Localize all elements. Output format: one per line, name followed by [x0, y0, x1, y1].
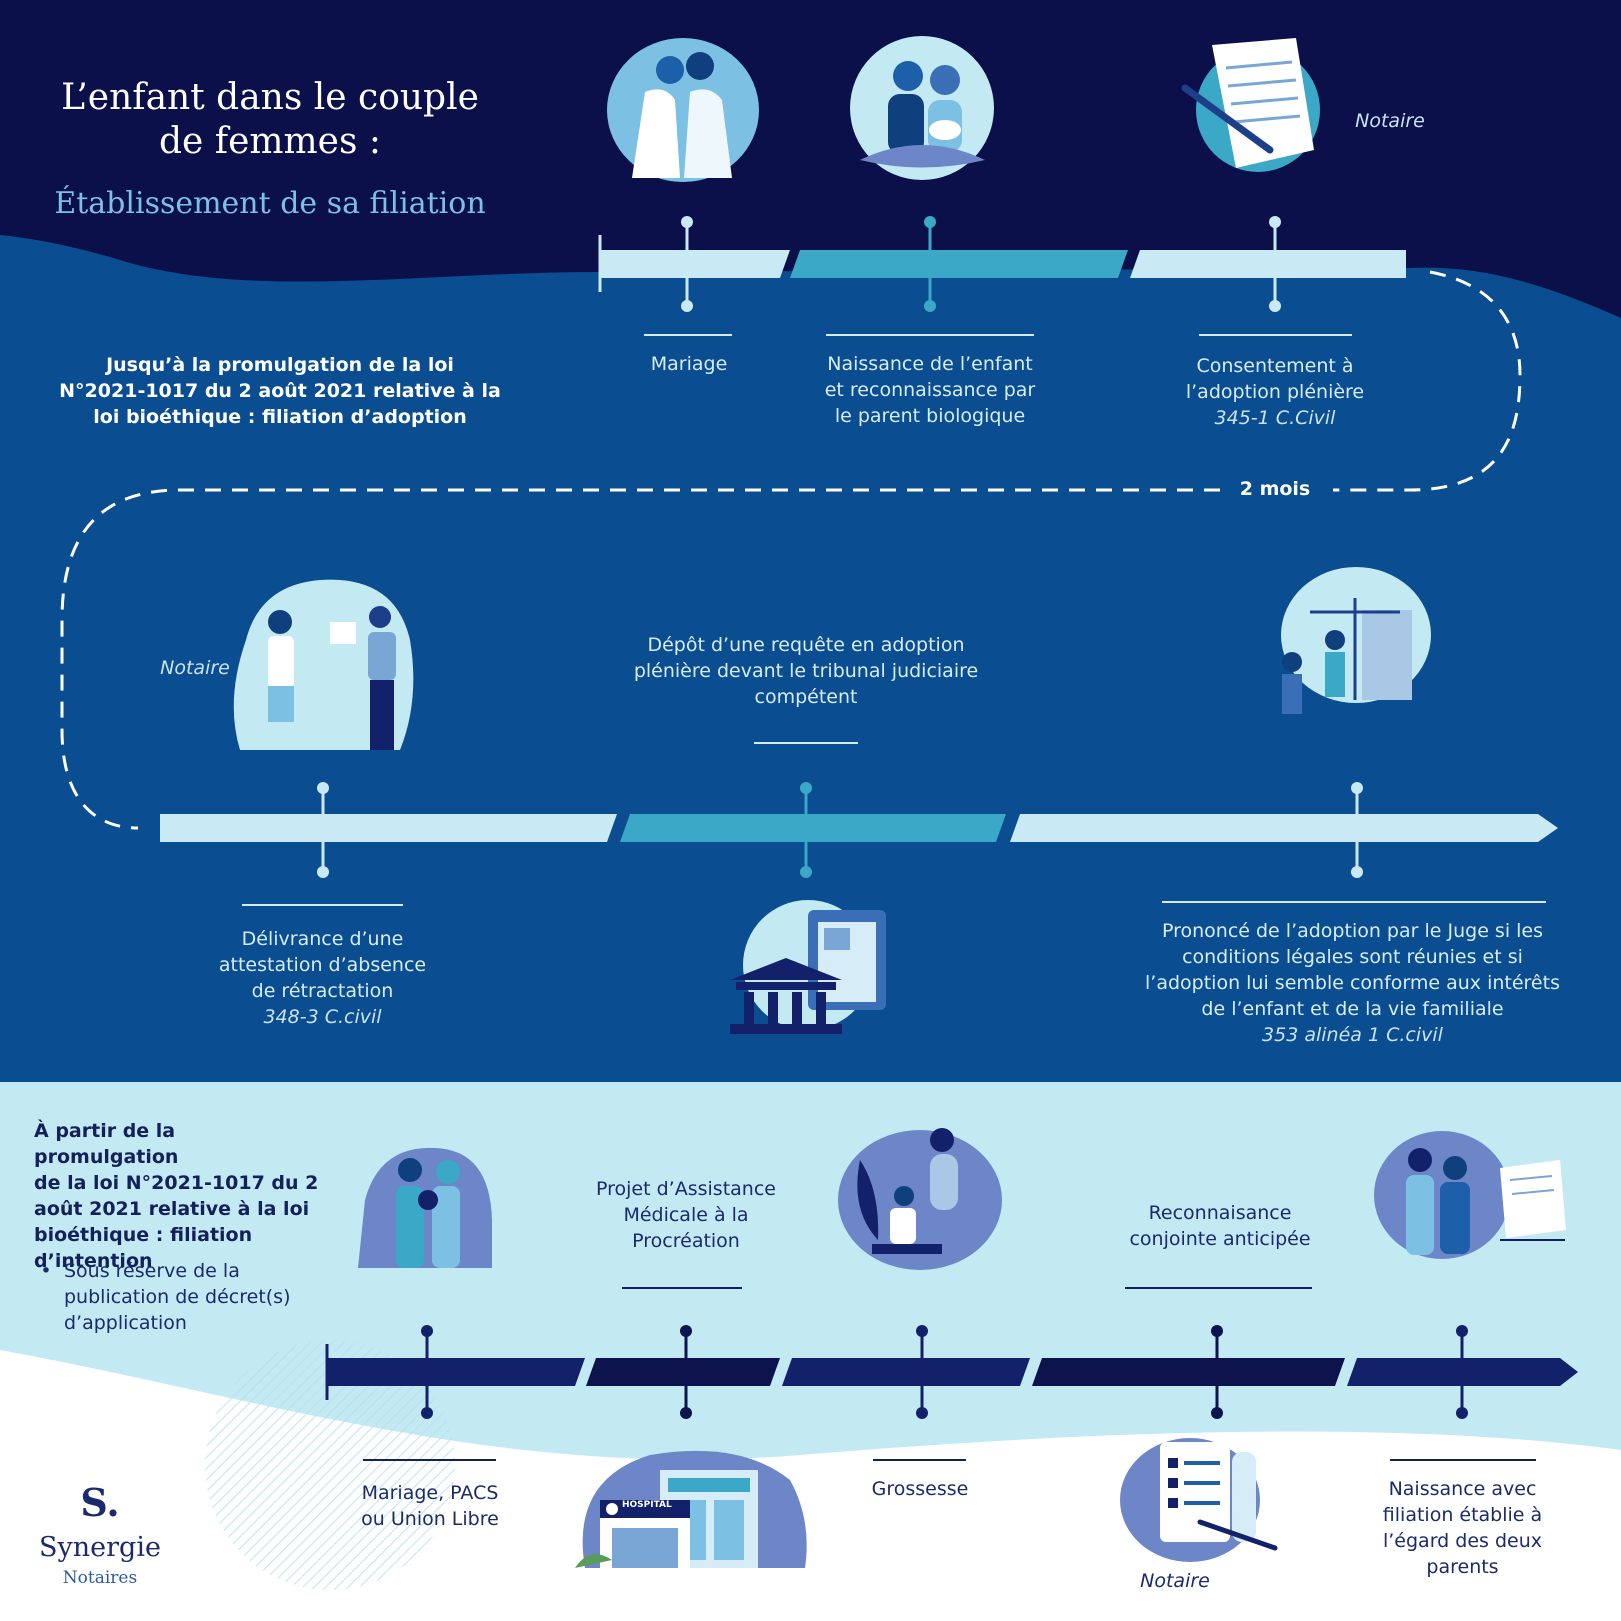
- timeline-2-marker-depot: [800, 782, 812, 878]
- connector-right-dashed: [1333, 270, 1522, 492]
- step-consentement-label: Consentement à l’adoption plénière: [1185, 355, 1365, 403]
- step-union-label: Mariage, PACS ou Union Libre: [361, 1482, 499, 1530]
- step-reconnaissance-label: Reconnaisance conjointe anticipée: [1129, 1202, 1311, 1250]
- timeline-1-segment-1: [600, 250, 790, 278]
- timeline-3-marker-mariage: [421, 1325, 433, 1419]
- logo-subtitle: Notaires: [62, 1568, 138, 1588]
- logo-mark: S.: [80, 1480, 120, 1525]
- couple-hugging-child-illustration: [358, 1147, 492, 1268]
- timeline-2: [160, 782, 1558, 878]
- signed-form-illustration: [1120, 1438, 1278, 1562]
- page-subtitle: Établissement de sa filiation: [54, 186, 486, 221]
- timeline-1-segment-3: [1130, 250, 1406, 278]
- hatch-decoration: [205, 1340, 455, 1590]
- timeline-3-segment-1: [327, 1358, 585, 1386]
- delay-two-months: 2 mois: [1239, 478, 1311, 500]
- court-judgement-illustration: [1281, 567, 1431, 714]
- family-with-certificate-illustration: [1374, 1131, 1566, 1259]
- step-naissance-label: Naissance de l’enfant et reconnaissance …: [824, 353, 1036, 427]
- hospital-illustration: [575, 1450, 807, 1568]
- timeline-1: [598, 216, 1406, 312]
- timeline-3-marker-naissance: [1456, 1325, 1468, 1419]
- timeline-3-segment-3: [782, 1358, 1030, 1386]
- pregnancy-illustration: [838, 1128, 1002, 1270]
- timeline-2-segment-2: [620, 814, 1006, 842]
- logo-name: Synergie: [39, 1532, 161, 1563]
- contract-document-illustration: [1181, 38, 1320, 172]
- timeline-2-marker-delivrance: [317, 782, 329, 878]
- ref-353: 353 alinéa 1 C.civil: [1262, 1024, 1443, 1046]
- ref-348-3: 348-3 C.civil: [263, 1006, 382, 1028]
- section1-intro: Jusqu’à la promulgation de la loi N°2021…: [59, 354, 501, 428]
- page-title-line-2: de femmes :: [158, 121, 382, 162]
- timeline-3-marker-pma: [680, 1325, 692, 1419]
- timeline-2-segment-1: [160, 814, 617, 842]
- timeline-2-marker-prononce: [1351, 782, 1363, 878]
- timeline-1-marker-mariage: [681, 216, 693, 312]
- step-depot-label: Dépôt d’une requête en adoption plénière…: [633, 634, 979, 708]
- ref-345-1: 345-1 C.Civil: [1214, 407, 1336, 429]
- step-prononce-label: Prononcé de l’adoption par le Juge si le…: [1145, 920, 1560, 1020]
- timeline-1-marker-naissance: [924, 216, 936, 312]
- label-underlines: [242, 334, 1546, 1461]
- section2-intro: À partir de la promulgation de la loi N°…: [34, 1120, 319, 1272]
- notaire-label-left: Notaire: [160, 657, 230, 679]
- notaire-label-top: Notaire: [1355, 110, 1425, 132]
- notary-meeting-illustration: [233, 579, 414, 750]
- step-grossesse-label: Grossesse: [871, 1478, 969, 1500]
- timeline-3-segment-2: [586, 1358, 780, 1386]
- notaire-label-bottom: Notaire: [1140, 1570, 1210, 1592]
- mothers-with-baby-illustration: [850, 36, 994, 180]
- timeline-3-segment-4: [1032, 1358, 1345, 1386]
- timeline-3-marker-reconnaissance: [1211, 1325, 1223, 1419]
- bullet-dot: •: [40, 1260, 52, 1282]
- step-delivrance-label: Délivrance d’une attestation d’absence d…: [218, 928, 427, 1002]
- courthouse-clipboard-illustration: [730, 900, 886, 1034]
- timeline-3-marker-grossesse: [916, 1325, 928, 1419]
- wedding-brides-illustration: [607, 38, 759, 182]
- page-title-line-1: L’enfant dans le couple: [61, 77, 479, 118]
- timeline-1-segment-2: [790, 250, 1128, 278]
- timeline-3: [325, 1325, 1578, 1419]
- step-pma-label: Projet d’Assistance Médicale à la Procré…: [596, 1178, 776, 1252]
- section2-bullet: Sous réserve de la publication de décret…: [64, 1260, 291, 1334]
- timeline-2-segment-3-arrow: [1010, 814, 1558, 842]
- timeline-1-marker-consentement: [1269, 216, 1281, 312]
- hospital-sign: HOSPITAL: [622, 1500, 672, 1510]
- step-mariage-label: Mariage: [650, 353, 728, 375]
- step-naissance-filiation-label: Naissance avec filiation établie à l’éga…: [1382, 1478, 1543, 1578]
- connector-left-dashed: [60, 488, 1220, 830]
